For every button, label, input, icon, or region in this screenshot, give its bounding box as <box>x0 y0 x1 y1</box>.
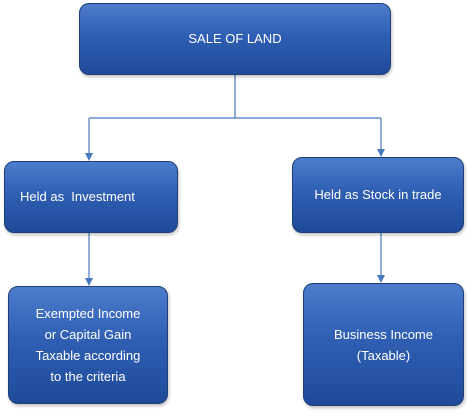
node-exempted-income-line: Taxable according <box>35 348 141 363</box>
node-business-income: Business Income (Taxable) <box>303 283 464 406</box>
node-exempted-income: Exempted Income or Capital Gain Taxable … <box>8 286 168 404</box>
node-held-as-stock-in-trade: Held as Stock in trade <box>292 157 464 233</box>
node-sale-of-land-label: SALE OF LAND <box>188 31 282 46</box>
node-exempted-income-line: to the criteria <box>50 369 126 384</box>
node-sale-of-land: SALE OF LAND <box>79 3 391 75</box>
node-held-as-stock-in-trade-label: Held as Stock in trade <box>314 187 442 202</box>
node-exempted-income-line: or Capital Gain <box>44 327 132 342</box>
node-business-income-line: Business Income <box>334 326 433 342</box>
node-held-as-investment-label: Held as Investment <box>20 189 135 204</box>
node-held-as-investment: Held as Investment <box>4 161 178 233</box>
node-business-income-line: (Taxable) <box>356 347 411 363</box>
node-exempted-income-line: Exempted Income <box>35 306 141 321</box>
